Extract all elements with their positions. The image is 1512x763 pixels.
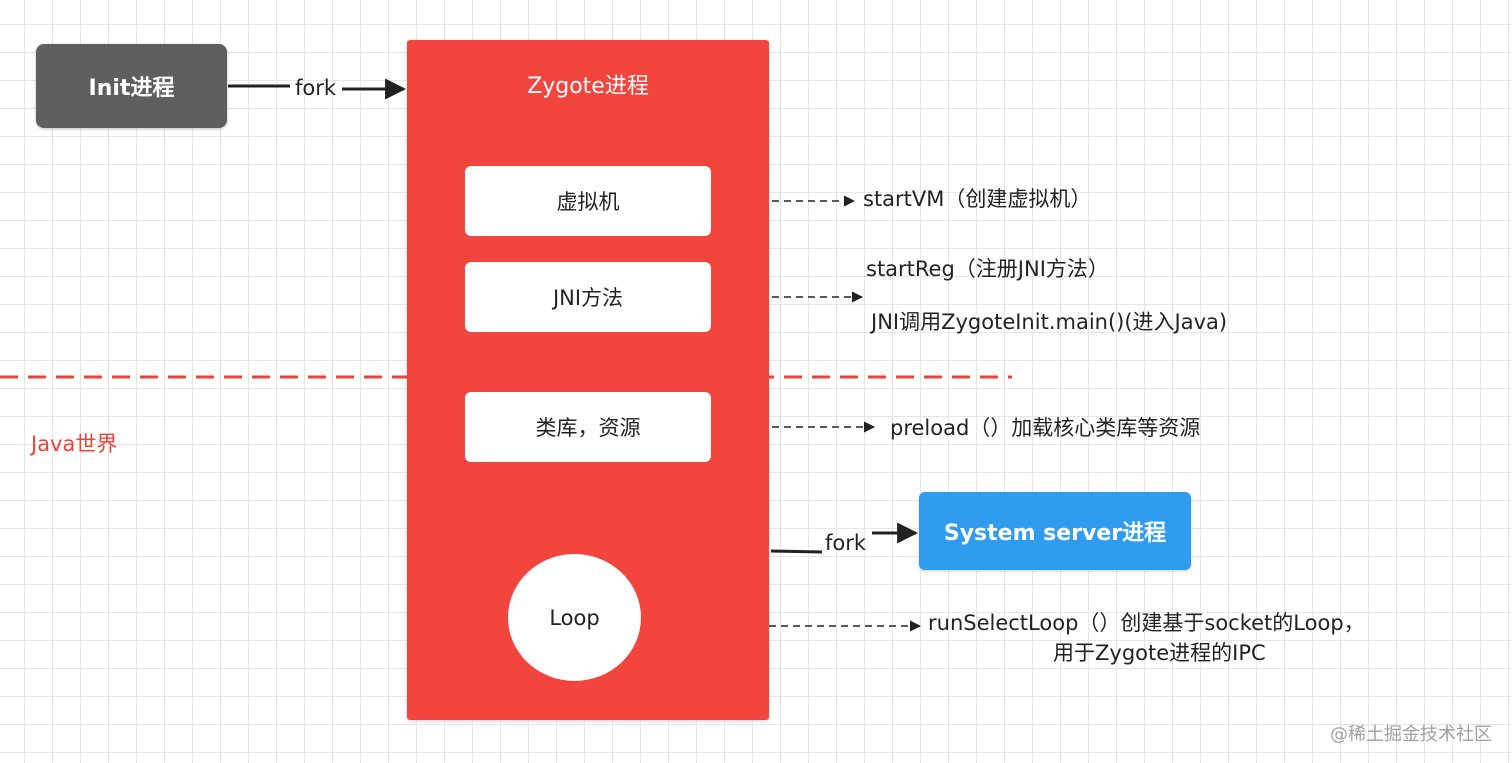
loop-label: Loop — [549, 605, 600, 630]
fork-edge-system-left — [770, 549, 823, 554]
java-world-label: Java世界 — [31, 432, 118, 456]
init-process-label: Init进程 — [88, 76, 175, 101]
jni-label: JNI方法 — [552, 286, 624, 310]
lib-annotation: preload（）加载核心类库等资源 — [890, 416, 1201, 440]
loop-node: Loop — [508, 554, 641, 681]
vm-node: 虚拟机 — [465, 166, 711, 236]
vm-annotation: startVM（创建虚拟机） — [863, 187, 1092, 211]
lib-node: 类库，资源 — [465, 392, 711, 462]
loop-annotation-line1: runSelectLoop（）创建基于socket的Loop， — [928, 611, 1365, 635]
jni-annotation-main: JNI调用ZygoteInit.main()(进入Java) — [871, 310, 1228, 334]
fork-label-system: fork — [825, 531, 867, 555]
jni-annotation-reg: startReg（注册JNI方法） — [866, 257, 1109, 281]
system-server-label: System server进程 — [943, 521, 1167, 546]
loop-annotation-line2: 用于Zygote进程的IPC — [1053, 641, 1266, 665]
lib-label: 类库，资源 — [535, 416, 641, 440]
init-process-node: Init进程 — [36, 44, 227, 128]
fork-label-init: fork — [295, 76, 337, 100]
zygote-process-title: Zygote进程 — [527, 74, 649, 99]
watermark: @稀土掘金技术社区 — [1330, 724, 1492, 745]
jni-node: JNI方法 — [465, 262, 711, 332]
system-server-node: System server进程 — [919, 492, 1191, 570]
vm-label: 虚拟机 — [556, 190, 620, 214]
